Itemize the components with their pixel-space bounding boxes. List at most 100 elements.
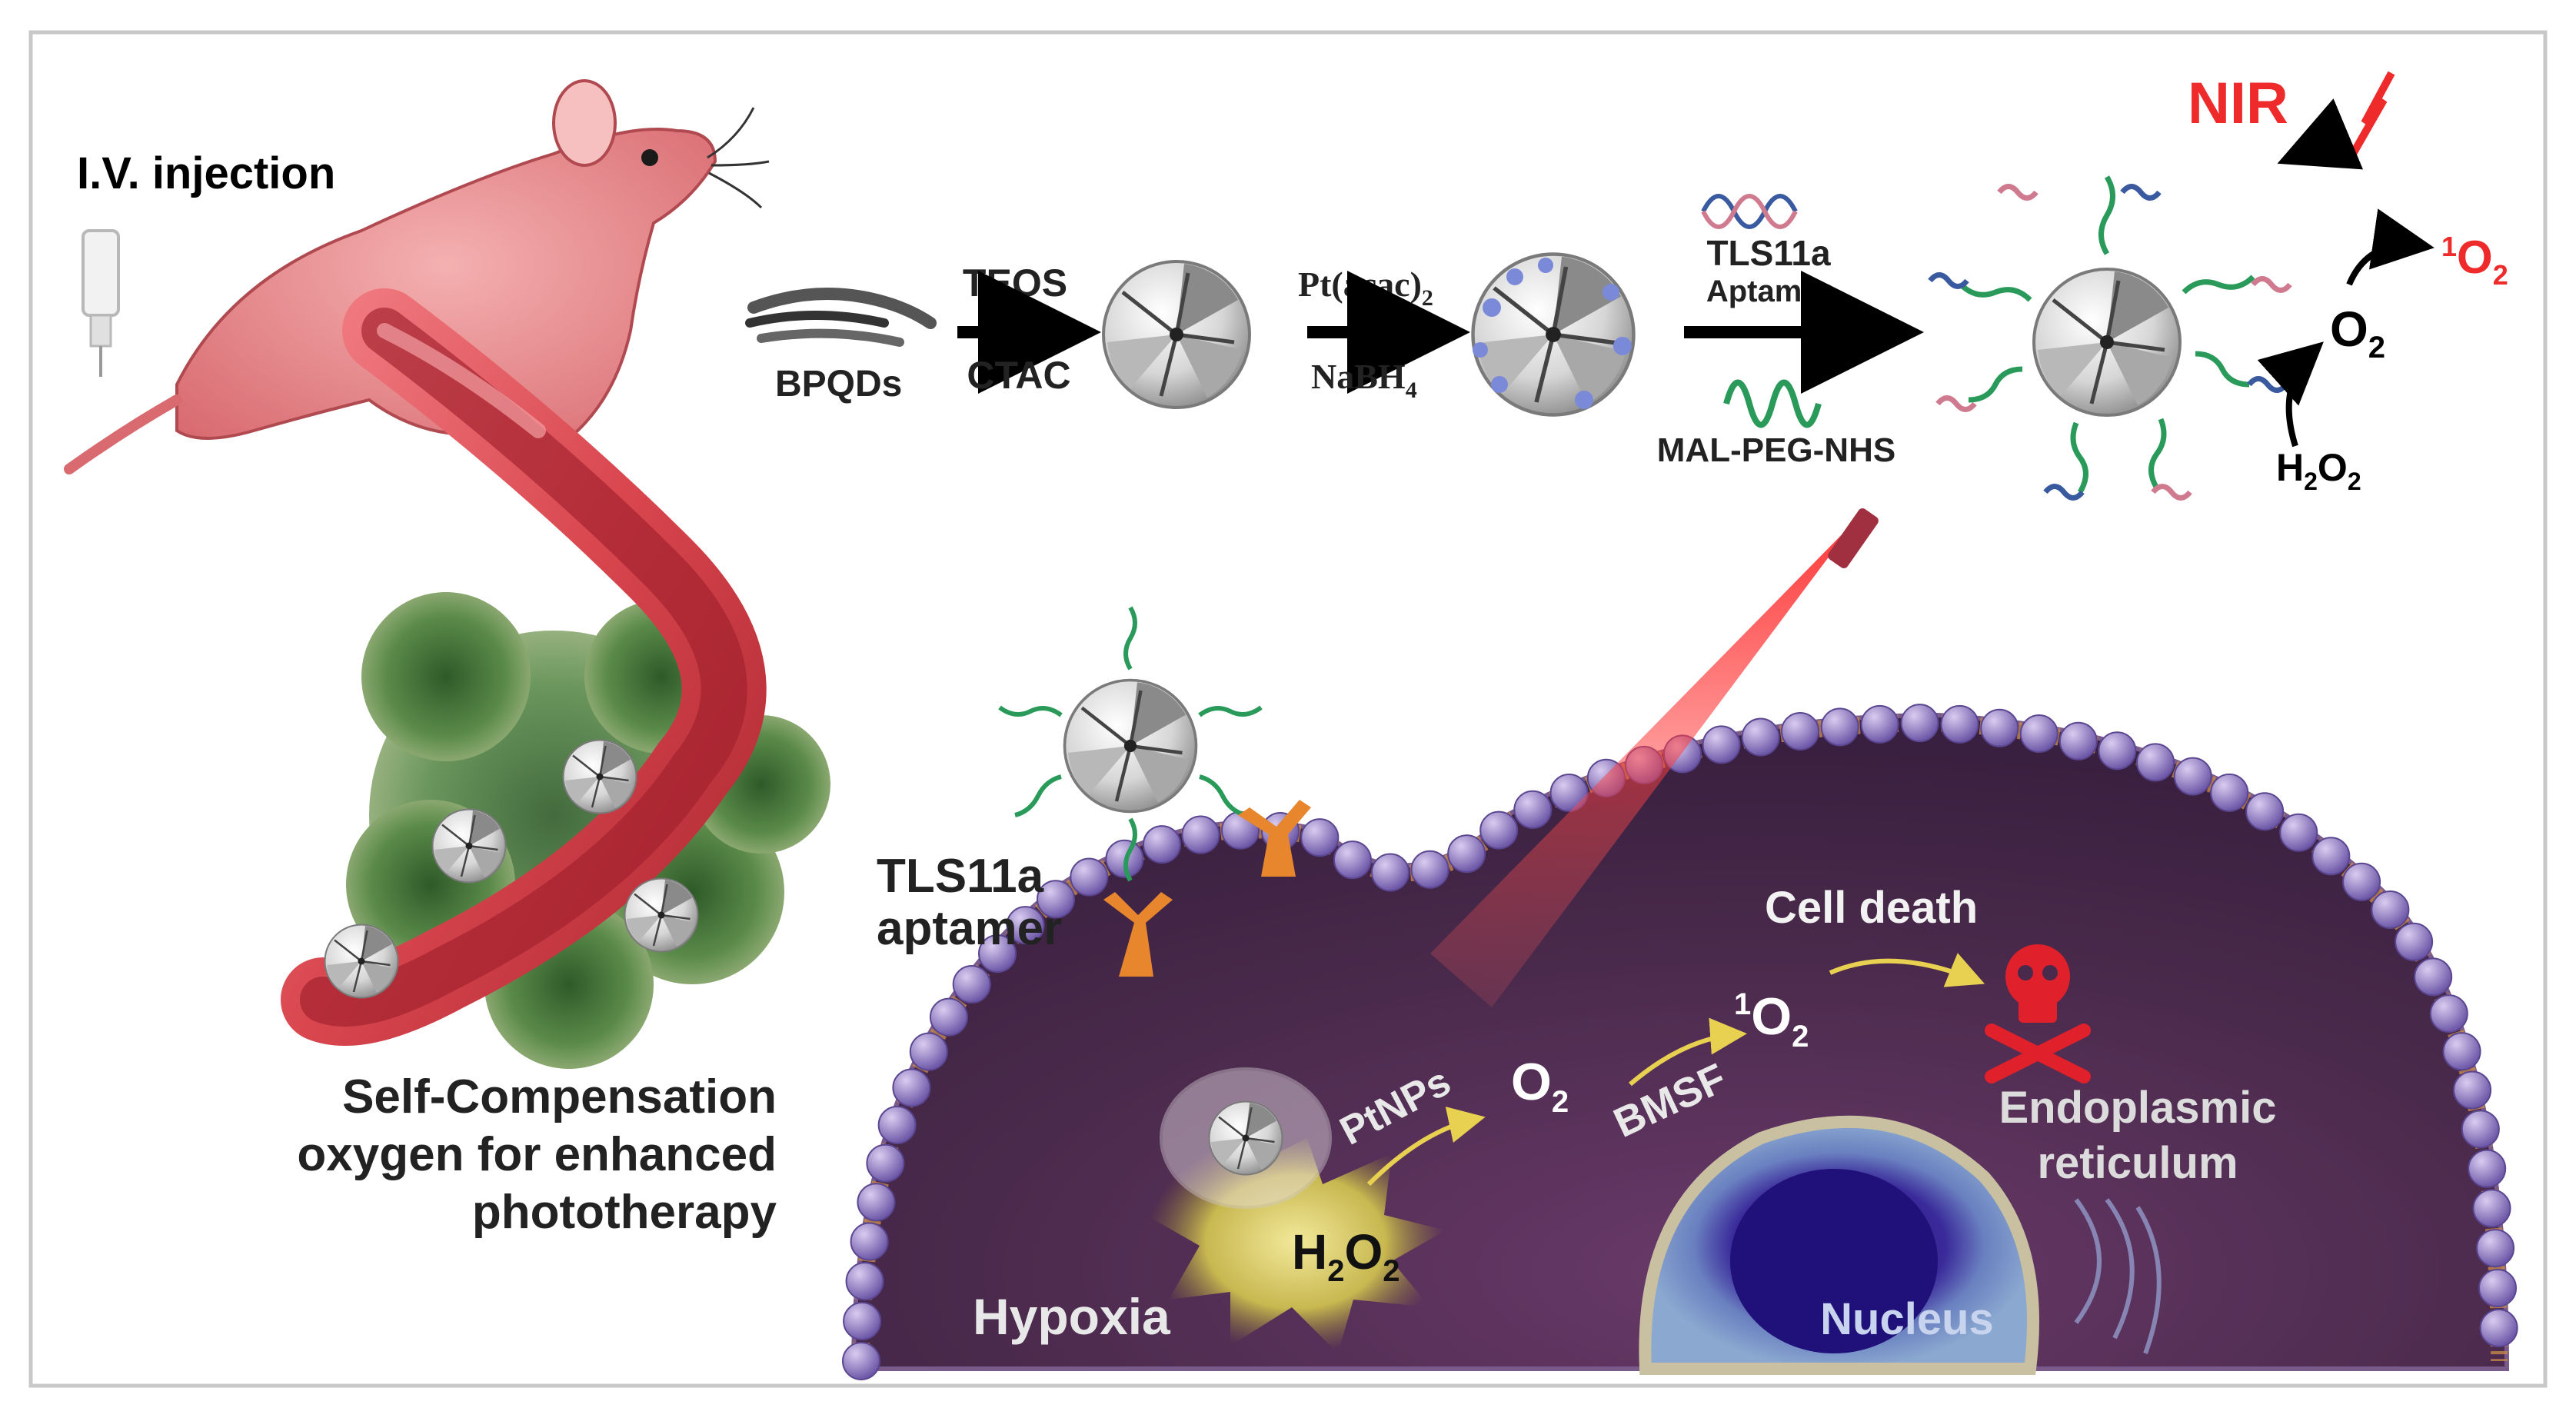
bpqds-label: BPQDs (775, 364, 902, 404)
teos-label: TEOS (963, 261, 1067, 305)
nir-arrow (2277, 98, 2364, 170)
receptor-icons (1103, 800, 1311, 977)
membrane-bead (2136, 743, 2175, 782)
vessel-nanoparticle-1 (562, 739, 637, 814)
membrane-bead (2311, 837, 2351, 876)
er-folds (2074, 1198, 2162, 1355)
skull-icon (1985, 944, 2091, 1083)
bpqds-flakes (745, 288, 937, 347)
membrane-bead (1741, 717, 1780, 757)
tls11a-label: TLS11a (1706, 233, 1831, 273)
pt-loaded-nanoparticle (1473, 255, 1634, 415)
tls11a-cell-label-2: aptamer (877, 902, 1062, 955)
hypoxia-label: Hypoxia (973, 1288, 1171, 1345)
membrane-bead (2453, 1070, 2492, 1110)
functionalized-nanoparticle (1928, 175, 2292, 501)
membrane-bead (842, 1342, 880, 1380)
vessel-nanoparticle-4 (324, 924, 399, 999)
membrane-bead (1781, 711, 1820, 751)
nir-label: NIR (2188, 71, 2288, 136)
membrane-bead (1143, 825, 1182, 864)
membrane-bead (1371, 853, 1410, 892)
vessel-nanoparticle-2 (431, 808, 507, 884)
membrane-bead (1333, 840, 1372, 880)
membrane-bead (2429, 994, 2468, 1034)
membrane-bead (929, 997, 968, 1037)
membrane-bead (2472, 1189, 2511, 1228)
membrane-bead (2479, 1308, 2518, 1347)
membrane-bead (1300, 818, 1340, 857)
membrane-bead (2058, 721, 2098, 761)
membrane-bead (892, 1068, 931, 1107)
aptamer-label: Aptamer (1706, 275, 1831, 308)
nucleus-label: Nucleus (1820, 1294, 1994, 1344)
vessel-nanoparticle-3 (624, 877, 699, 953)
membrane-bead (845, 1262, 884, 1301)
nabh-label: NaBH4 (1311, 357, 1417, 403)
membrane-bead (1513, 790, 1553, 829)
laser-beam (1430, 519, 1857, 1007)
membrane-bead (2395, 922, 2434, 961)
silica-nanoparticle (1103, 261, 1250, 408)
membrane-bead (2476, 1229, 2515, 1268)
membrane-bead (1820, 707, 1859, 747)
peg-linker-icon (1723, 379, 1822, 428)
membrane-bead (1479, 811, 1519, 850)
membrane-bead (2342, 862, 2381, 901)
o2-label-top: O2 (2330, 301, 2385, 364)
membrane-bead (909, 1032, 948, 1071)
membrane-bead (2245, 792, 2285, 831)
caption-line-3: phototherapy (472, 1186, 777, 1239)
singlet-o2-cell-label: 1O2 (1734, 987, 1809, 1054)
laser-probe-icon (1828, 508, 1879, 569)
arrow-h2o2-to-o2 (2257, 341, 2324, 448)
membrane-bead (843, 1302, 882, 1341)
syringe-icon (82, 229, 120, 377)
endoplasmic-label-2: reticulum (2037, 1138, 2238, 1188)
membrane-bead (1860, 704, 1899, 744)
membrane-bead (1410, 850, 1449, 889)
tls11a-cell-label-1: TLS11a (877, 850, 1044, 903)
membrane-bead (2461, 1110, 2500, 1149)
membrane-bead (1900, 704, 1939, 743)
membrane-bead (1980, 708, 2019, 747)
membrane-bead (1549, 773, 1589, 812)
membrane-bead (1037, 880, 1076, 919)
cell-death-label: Cell death (1765, 883, 1978, 933)
h2o2-burst (1146, 1130, 1446, 1353)
membrane-bead (1940, 704, 1979, 744)
arrow-to-death (1829, 953, 1985, 987)
cell-membrane-beads (842, 704, 2518, 1380)
membrane-bead (2468, 1149, 2507, 1188)
h2o2-label-top: H2O2 (2276, 446, 2361, 495)
membrane-bead (850, 1222, 889, 1261)
membrane-bead (1006, 906, 1045, 945)
caption-line-2: oxygen for enhanced (297, 1128, 777, 1181)
arrow-o2-to-singlet (2346, 208, 2435, 286)
caption-line-1: Self-Compensation (342, 1070, 777, 1123)
membrane-bead (978, 934, 1017, 974)
membrane-bead (2098, 731, 2137, 771)
membrane-bead (866, 1143, 905, 1183)
membrane-bead (2173, 757, 2212, 796)
iv-injection-label: I.V. injection (77, 148, 335, 198)
arrow-bmsf (1629, 1017, 1747, 1087)
membrane-bead (2442, 1032, 2481, 1071)
membrane-bead (2019, 714, 2058, 754)
membrane-bead (857, 1183, 896, 1222)
membrane-bead (1447, 834, 1486, 874)
membrane-bead (2371, 890, 2410, 930)
mouse-illustration (64, 79, 770, 488)
membrane-bead (2210, 773, 2249, 812)
nucleus (1639, 1115, 2039, 1375)
membrane-bead (1181, 815, 1220, 854)
membrane-bead (2414, 957, 2453, 997)
membrane-bead (1070, 857, 1109, 897)
o2-cell-label: O2 (1511, 1053, 1569, 1119)
membrane-bead (1702, 725, 1741, 764)
endoplasmic-label-1: Endoplasmic (1999, 1083, 2277, 1133)
ctac-label: CTAC (967, 354, 1070, 397)
h2o2-cell-label: H2O2 (1292, 1224, 1400, 1288)
cell-nanoparticle (1160, 1067, 1332, 1209)
